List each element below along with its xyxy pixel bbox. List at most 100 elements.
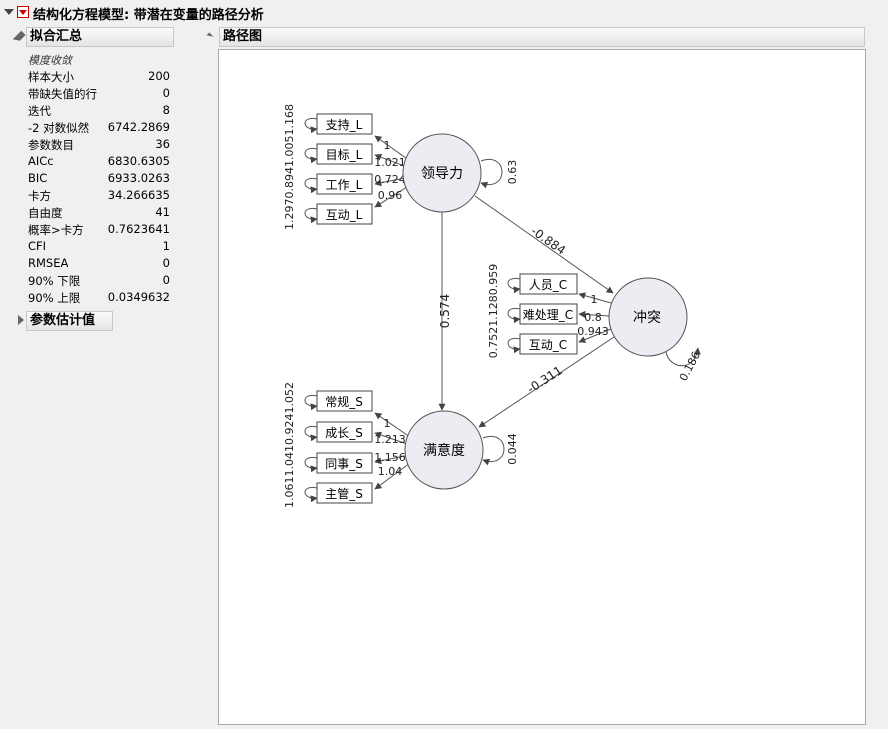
indicator-box[interactable] <box>316 482 373 504</box>
path-diagram-header[interactable]: 路径图 <box>219 27 865 47</box>
latent-label: 领导力 <box>421 166 463 182</box>
collapse-triangle-icon[interactable] <box>4 9 14 15</box>
stat-value: 8 <box>162 103 170 117</box>
error-variance-loop <box>507 337 521 354</box>
stat-value: 0 <box>162 256 170 270</box>
loading-arrow <box>374 412 411 438</box>
loading-label: 0.724 <box>374 173 406 186</box>
fit-summary-header[interactable]: 拟合汇总 <box>26 27 174 47</box>
stat-value: 1 <box>162 239 170 253</box>
loading-label: 1 <box>384 139 391 152</box>
stat-label: CFI <box>28 239 47 253</box>
error-variance-label: 0.7521.1280.959 <box>487 264 500 358</box>
loading-label: 0.8 <box>584 311 602 324</box>
stat-row: BIC 6933.0263 <box>28 171 170 188</box>
latent-node-conflict[interactable] <box>608 277 688 357</box>
indicator-box[interactable] <box>316 143 373 165</box>
stat-value: 41 <box>155 205 170 219</box>
indicator-label: 主管_S <box>325 486 363 501</box>
loading-label: 1.04 <box>378 465 403 478</box>
indicator-box[interactable] <box>519 273 578 295</box>
stat-value: 6933.0263 <box>107 171 170 185</box>
latent-node-leadership[interactable] <box>402 133 482 213</box>
loading-arrow <box>374 454 411 465</box>
loading-arrow <box>374 462 411 490</box>
latent-variance-loop <box>480 158 503 189</box>
indicator-label: 常规_S <box>325 394 363 409</box>
stat-label: 90% 上限 <box>28 291 81 305</box>
indicator-label: 成长_S <box>325 426 363 440</box>
stat-row: 样本大小 200 <box>28 69 170 86</box>
error-variance-loop <box>304 147 318 164</box>
stat-label: 样本大小 <box>28 70 74 84</box>
error-variance-loop <box>304 456 318 473</box>
path-arrow-leadership-conflict <box>474 195 614 294</box>
stat-label: 迭代 <box>28 104 51 118</box>
indicator-label: 目标_L <box>326 148 363 162</box>
red-triangle-menu-icon[interactable] <box>17 6 29 18</box>
stat-row: 自由度 41 <box>28 205 170 222</box>
path-coef-conflict-satisfaction: -0.311 <box>525 363 565 396</box>
error-variance-loop <box>304 117 318 134</box>
path-arrow-conflict-satisfaction <box>478 336 615 428</box>
stat-row: 90% 上限 0.0349632 <box>28 290 170 307</box>
leadership-block: 1 1.021 0.724 0.96 支持_L 目标_L 工作_L 互动_L 1… <box>283 104 519 230</box>
latent-label: 冲突 <box>633 310 661 326</box>
stat-label: 带缺失值的行 <box>28 87 97 101</box>
indicator-box[interactable] <box>316 173 373 195</box>
stat-row: 迭代 8 <box>28 103 170 120</box>
stat-value: 0.0349632 <box>107 290 170 304</box>
latent-variance-label: 0.044 <box>506 433 519 465</box>
stat-label: BIC <box>28 171 48 185</box>
indicator-box[interactable] <box>316 113 373 135</box>
convergence-status: 模度收敛 <box>28 54 72 67</box>
indicator-box[interactable] <box>316 452 373 474</box>
loading-label: 1.021 <box>374 156 406 169</box>
stat-value: 36 <box>155 137 170 151</box>
stat-value: 0 <box>162 273 170 287</box>
loading-label: 1 <box>591 293 598 306</box>
stat-row: RMSEA 0 <box>28 256 170 273</box>
indicator-box[interactable] <box>316 390 373 412</box>
loading-arrow <box>374 431 411 446</box>
conflict-block: 1 0.8 0.943 人员_C 难处理_C 互动_C 0.7521.1280.… <box>487 264 703 384</box>
indicator-label: 互动_C <box>529 338 567 352</box>
indicator-box[interactable] <box>519 303 578 325</box>
latent-label: 满意度 <box>423 442 465 459</box>
param-estimates-header[interactable]: 参数估计值 <box>26 311 113 331</box>
indicator-label: 工作_L <box>326 178 363 192</box>
title-bar: 结构化方程模型: 带潜在变量的路径分析 <box>0 0 888 24</box>
stat-value: 0.7623641 <box>107 222 170 236</box>
loading-label: 1 <box>384 417 391 430</box>
stat-label: AICc <box>28 154 54 168</box>
latent-node-satisfaction[interactable] <box>404 410 484 490</box>
stat-value: 34.266635 <box>107 188 170 202</box>
stat-label: 90% 下限 <box>28 274 81 288</box>
stat-value: 6742.2869 <box>107 120 170 134</box>
indicator-box[interactable] <box>316 421 373 443</box>
error-variance-loop <box>304 486 318 503</box>
loading-arrow <box>374 184 411 208</box>
loading-label: 0.943 <box>577 325 609 338</box>
latent-variance-loop <box>482 435 505 466</box>
indicator-label: 互动_L <box>326 208 363 222</box>
param-estimates-disclosure-icon[interactable] <box>18 315 24 325</box>
latent-variance-loop <box>665 347 701 367</box>
loading-arrow <box>578 328 612 343</box>
stat-value: 200 <box>148 69 170 83</box>
error-variance-loop <box>304 394 318 411</box>
stat-label: RMSEA <box>28 256 69 270</box>
satisfaction-block: 1 1.213 1.156 1.04 常规_S 成长_S 同事_S 主管_S 1… <box>283 382 519 508</box>
stat-label: 自由度 <box>28 206 63 220</box>
indicator-box[interactable] <box>519 333 578 355</box>
indicator-box[interactable] <box>316 203 373 225</box>
stat-row: CFI 1 <box>28 239 170 256</box>
path-diagram-disclosure-icon[interactable] <box>206 32 214 40</box>
loading-arrow <box>578 310 610 318</box>
path-coef-leadership-satisfaction: 0.574 <box>438 294 452 328</box>
